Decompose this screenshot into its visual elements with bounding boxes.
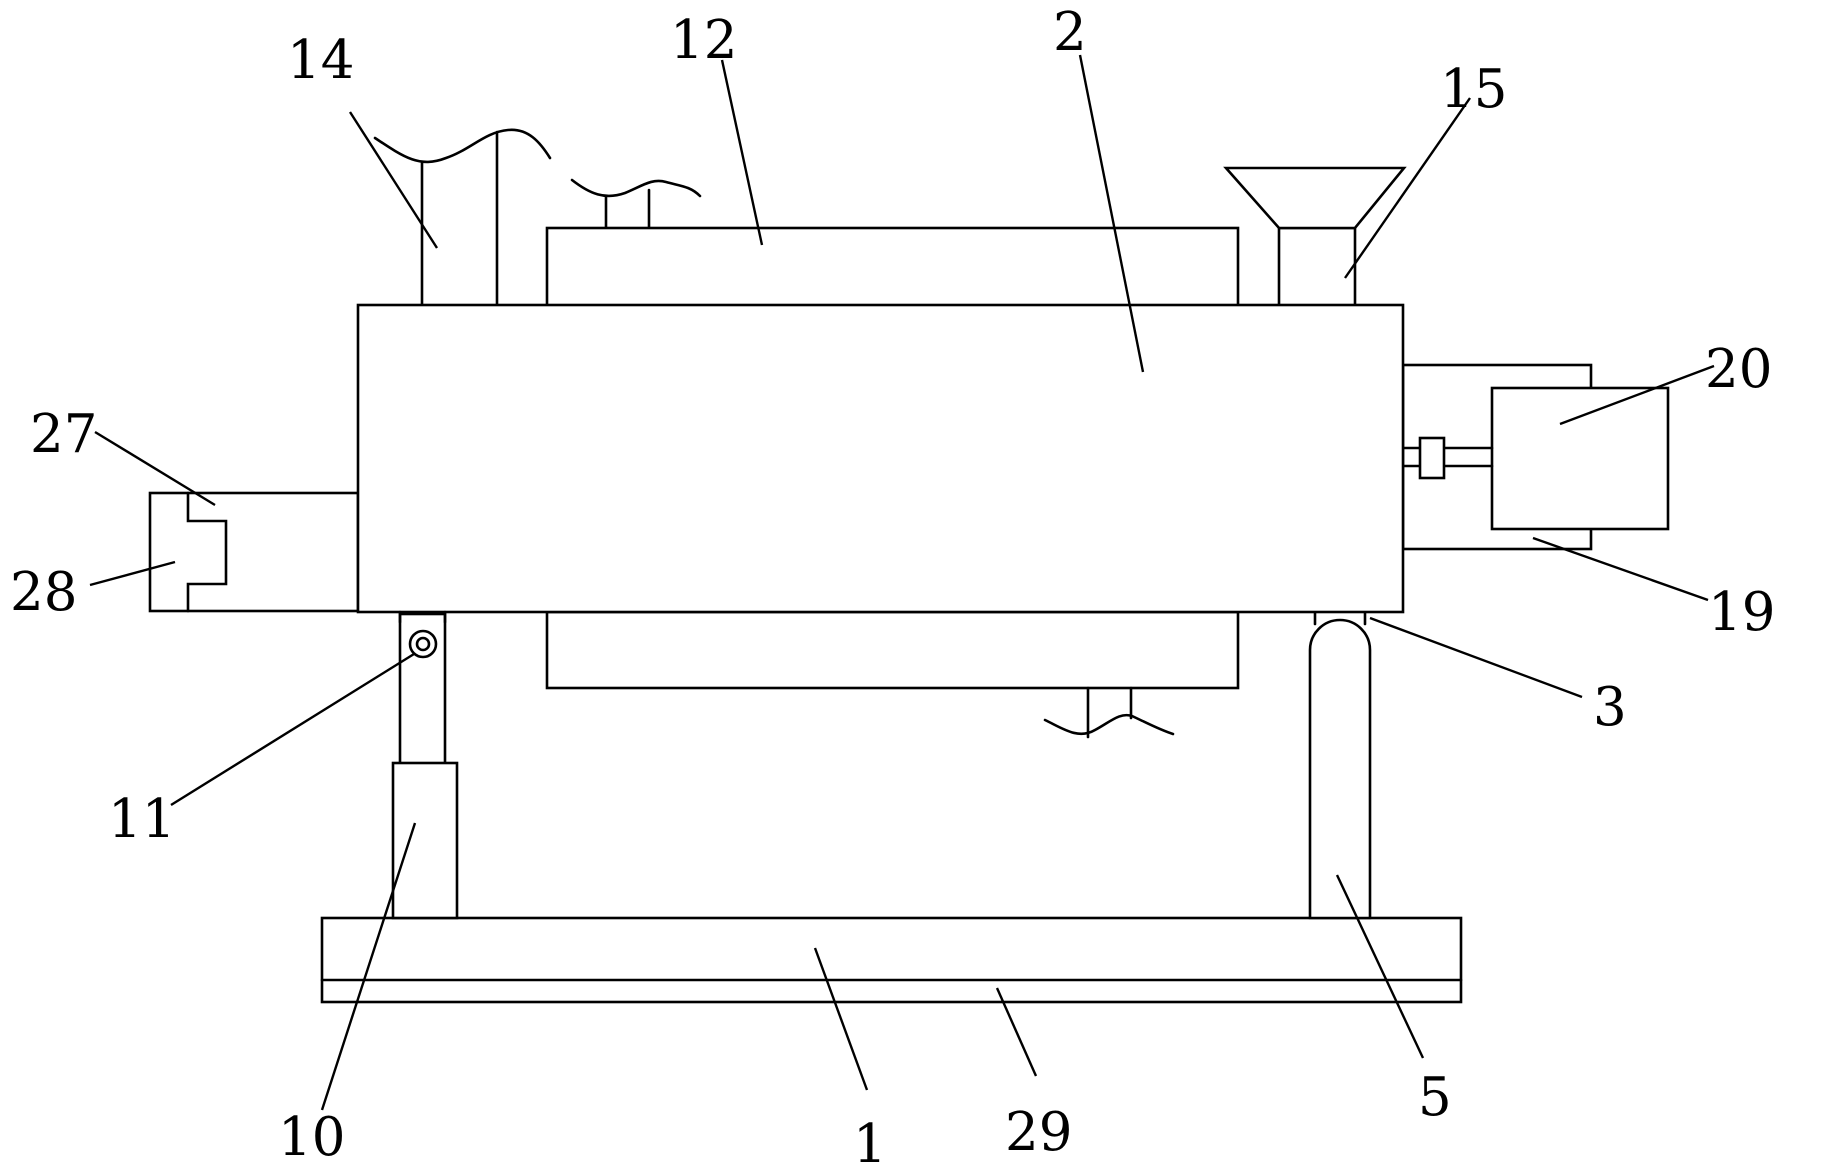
ref-label-15: 15 xyxy=(1440,59,1507,120)
right-support-post xyxy=(1308,618,1372,920)
ref-label-14: 14 xyxy=(287,30,354,91)
jacket-12-top xyxy=(545,226,1240,308)
jacket-12-bottom xyxy=(545,610,1240,690)
leader-1 xyxy=(813,947,869,1091)
leader-2 xyxy=(1078,54,1145,373)
leader-28 xyxy=(89,560,176,587)
leader-10 xyxy=(320,822,417,1111)
leader-3 xyxy=(1369,616,1583,699)
ref-label-11: 11 xyxy=(108,789,175,850)
ref-label-5: 5 xyxy=(1418,1067,1452,1128)
outlet-27 xyxy=(148,491,360,613)
outlet-28-inner-profile xyxy=(186,491,228,613)
pipe-14-break-line xyxy=(373,128,552,164)
drum-body-2 xyxy=(356,303,1405,614)
ref-label-2: 2 xyxy=(1053,2,1087,63)
hinge-pin-11-inner xyxy=(415,636,431,652)
base-plate xyxy=(320,916,1463,1004)
hopper-15-funnel xyxy=(1223,166,1407,230)
motor-box-20 xyxy=(1490,386,1670,531)
shaft-coupling xyxy=(1418,436,1446,480)
bottom-pipe-break-line xyxy=(1043,713,1175,736)
ref-label-10: 10 xyxy=(278,1107,345,1168)
ref-label-28: 28 xyxy=(10,562,77,623)
ref-label-12: 12 xyxy=(670,10,737,71)
ref-label-1: 1 xyxy=(853,1114,887,1171)
leader-19 xyxy=(1532,536,1709,602)
leader-29 xyxy=(995,987,1038,1077)
ref-label-3: 3 xyxy=(1593,677,1627,738)
left-cylinder xyxy=(391,761,459,920)
leader-14 xyxy=(348,111,439,249)
leader-12 xyxy=(720,59,764,246)
leader-27 xyxy=(94,430,216,507)
leader-20 xyxy=(1559,364,1715,426)
pipe-small-break-line xyxy=(570,178,702,198)
ref-label-27: 27 xyxy=(30,404,97,465)
leader-11 xyxy=(170,652,415,807)
ref-label-20: 20 xyxy=(1705,339,1772,400)
ref-label-29: 29 xyxy=(1005,1102,1072,1163)
leader-15 xyxy=(1344,97,1471,279)
hopper-15-neck xyxy=(1277,226,1357,308)
ref-label-19: 19 xyxy=(1708,582,1775,643)
leader-5 xyxy=(1335,874,1425,1059)
